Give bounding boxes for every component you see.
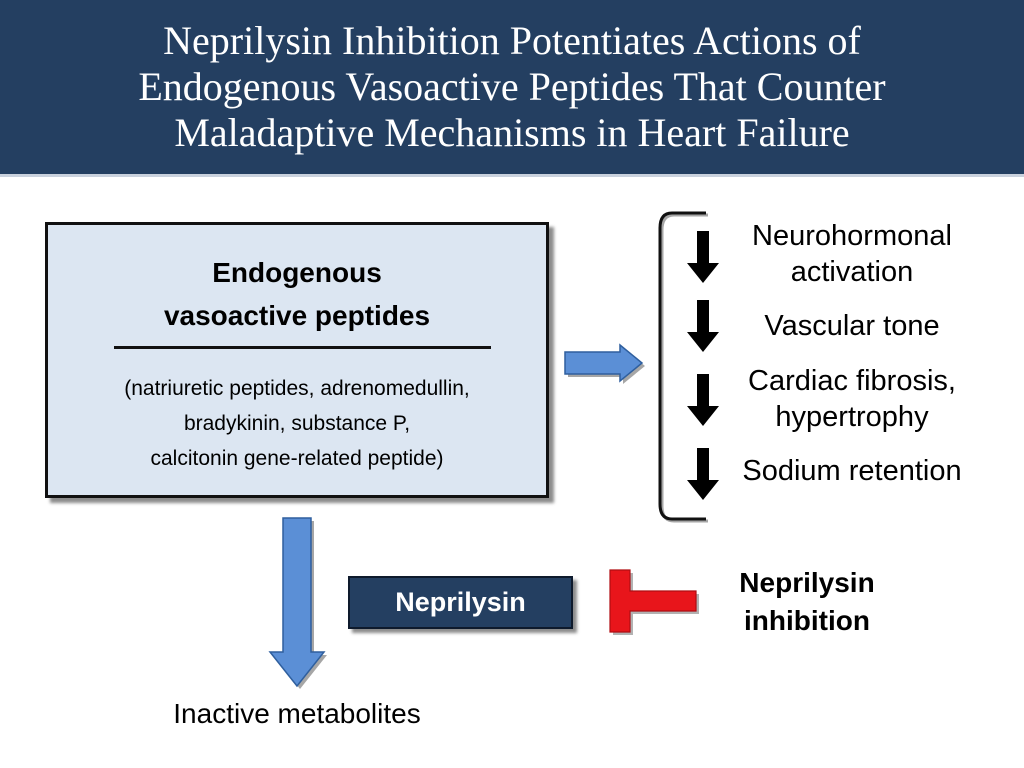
right-arrow-icon: [564, 343, 645, 384]
effect-neurohormonal-activation: Neurohormonal activation: [752, 220, 952, 288]
peptide-box: Endogenous vasoactive peptides (natriure…: [45, 222, 549, 498]
peptide-heading: Endogenous vasoactive peptides: [163, 257, 431, 331]
inactive-metabolites-label: Inactive metabolites: [173, 698, 421, 729]
t-bar-inhibition-icon: [609, 569, 699, 635]
effects-bracket: [658, 211, 708, 523]
inhibition-shape: [609, 569, 697, 633]
conversion-arrow-shape: [268, 517, 326, 688]
peptide-examples: (natriuretic peptides, adrenomedullin, b…: [124, 377, 470, 470]
neprilysin-inhibition-label: Neprilysin inhibition: [739, 567, 875, 636]
effect-sodium-retention: Sodium retention: [742, 455, 962, 487]
flow-arrow-shape: [564, 343, 644, 383]
down-arrow-icon: [687, 300, 719, 352]
effect-vascular-tone: Vascular tone: [764, 310, 940, 342]
down-arrow-icon: [687, 231, 719, 283]
conversion-arrow-icon: [268, 517, 327, 689]
down-arrow-icon: [687, 374, 719, 426]
slide-title: Neprilysin Inhibition Potentiates Action…: [138, 18, 886, 155]
effect-cardiac-fibrosis: Cardiac fibrosis, hypertrophy: [748, 365, 956, 433]
heading-underline: [114, 346, 491, 349]
down-arrow-icon: [687, 448, 719, 500]
neprilysin-box: Neprilysin: [348, 576, 573, 629]
title-bar: Neprilysin Inhibition Potentiates Action…: [0, 0, 1024, 177]
